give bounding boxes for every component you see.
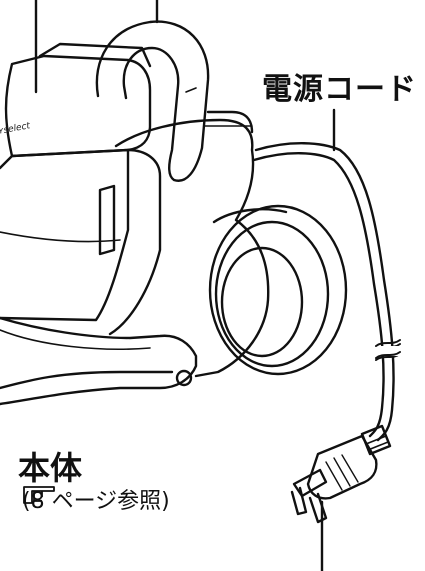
cord-break-line-2 xyxy=(375,351,401,359)
plug-prong-left xyxy=(290,486,308,516)
dust-case-band xyxy=(0,231,121,243)
label-main-body: 本体 xyxy=(18,449,83,487)
dust-case-latch xyxy=(98,184,116,256)
carry-handle xyxy=(95,20,210,182)
cord-break-gap xyxy=(370,346,402,356)
label-power-cord: 電源コード xyxy=(262,72,417,107)
plug-grip xyxy=(325,454,359,491)
body-base-edge xyxy=(0,370,174,390)
ref-page-text: 8 ページ参照 xyxy=(30,489,162,514)
dust-case-side xyxy=(108,148,162,336)
base-crease xyxy=(0,329,151,350)
power-cord-outer xyxy=(254,142,395,442)
base-foot xyxy=(175,369,193,387)
plug-face xyxy=(292,468,328,498)
dust-case-front xyxy=(0,148,130,322)
body-housing xyxy=(114,118,270,378)
ref-close-paren: ) xyxy=(161,489,170,514)
body-top-ridge xyxy=(206,110,254,134)
wheel-hub xyxy=(220,246,304,358)
cord-break-line-1 xyxy=(375,339,401,347)
wheel-rim xyxy=(214,220,330,368)
dust-case-lid xyxy=(38,42,152,68)
page-reference: ( 8 ページ参照) xyxy=(22,483,170,515)
power-cord-inner xyxy=(252,152,385,438)
wheel-outer xyxy=(208,204,348,376)
body-base xyxy=(0,316,198,406)
pointing-hand-icon xyxy=(23,486,55,504)
handle-detail xyxy=(185,87,197,93)
dust-case-top xyxy=(4,54,152,158)
wheel-arch xyxy=(212,208,288,224)
relief-ring-2 xyxy=(367,441,389,451)
relief-ring-1 xyxy=(365,435,387,445)
ref-open-paren: ( xyxy=(22,489,31,514)
